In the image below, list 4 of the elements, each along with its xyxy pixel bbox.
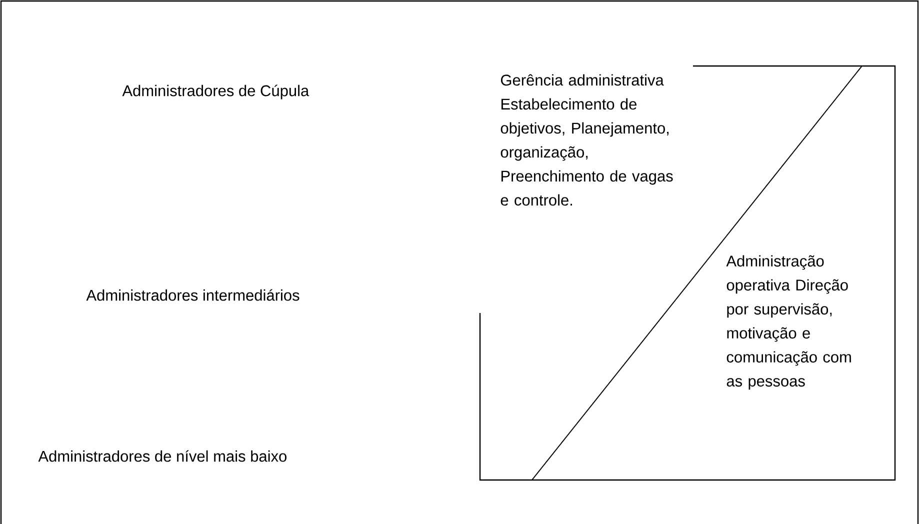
level-label: Administradores intermediários: [86, 289, 300, 301]
level-label: Administradores de nível mais baixo: [38, 450, 286, 462]
split-box: Gerência administrativa Estabelecimento de objetivos, Planejamento, organização, Preenchimento de vagas e controle. Administração operativa Direção por supervisão, motivação e comunicação com as pessoas: [479, 65, 896, 481]
level-label: Administradores de Cúpula: [122, 84, 310, 100]
